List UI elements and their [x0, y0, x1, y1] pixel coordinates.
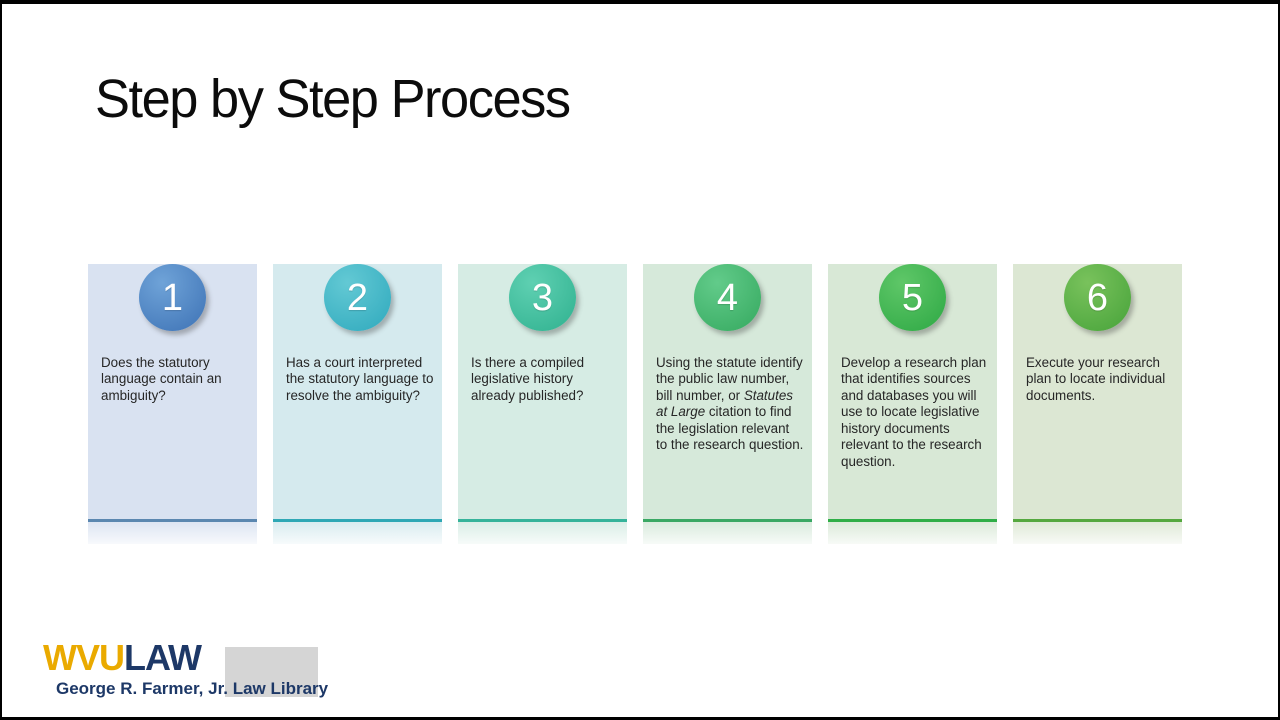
card-accent-line: [643, 519, 812, 522]
step-description: Has a court interpreted the statutory la…: [286, 355, 434, 403]
letterbox-left-bar: [0, 0, 2, 720]
wvu-law-logo: WVULAW George R. Farmer, Jr. Law Library: [43, 640, 328, 699]
step-card-body: 2 Has a court interpreted the statutory …: [273, 264, 442, 522]
logo-law-text: LAW: [124, 637, 202, 678]
step-description: Is there a compiled legislative history …: [471, 355, 585, 403]
step-number-badge: 4: [694, 264, 761, 331]
step-card: 6 Execute your research plan to locate i…: [1013, 218, 1182, 544]
step-card-body: 4 Using the statute identify the public …: [643, 264, 812, 522]
card-reflection: [1013, 522, 1182, 544]
step-number-badge: 1: [139, 264, 206, 331]
step-card-body: 3 Is there a compiled legislative histor…: [458, 264, 627, 522]
step-number-badge: 3: [509, 264, 576, 331]
step-card: 4 Using the statute identify the public …: [643, 218, 812, 544]
card-accent-line: [88, 519, 257, 522]
step-card: 1 Does the statutory language contain an…: [88, 218, 257, 544]
letterbox-top-bar: [0, 0, 1280, 4]
card-reflection: [643, 522, 812, 544]
step-number: 1: [161, 276, 184, 319]
card-reflection: [273, 522, 442, 544]
step-card: 2 Has a court interpreted the statutory …: [273, 218, 442, 544]
letterbox-bottom-bar: [0, 717, 1280, 720]
step-number: 6: [1086, 276, 1109, 319]
step-card-body: 5 Develop a research plan that identifie…: [828, 264, 997, 522]
step-description: Execute your research plan to locate ind…: [1026, 355, 1166, 403]
logo-tagline: George R. Farmer, Jr. Law Library: [56, 679, 329, 698]
card-accent-line: [273, 519, 442, 522]
step-number-badge: 5: [879, 264, 946, 331]
step-card: 5 Develop a research plan that identifie…: [828, 218, 997, 544]
step-description: Does the statutory language contain an a…: [101, 355, 222, 403]
card-reflection: [458, 522, 627, 544]
step-number: 2: [346, 276, 369, 319]
step-description: Using the statute identify the public la…: [656, 355, 804, 453]
card-accent-line: [1013, 519, 1182, 522]
step-number-badge: 2: [324, 264, 391, 331]
step-card-body: 6 Execute your research plan to locate i…: [1013, 264, 1182, 522]
process-steps-row: 1 Does the statutory language contain an…: [88, 218, 1182, 544]
step-number: 3: [531, 276, 554, 319]
logo-wvu-text: WVU: [43, 637, 125, 678]
step-number: 5: [901, 276, 924, 319]
step-card: 3 Is there a compiled legislative histor…: [458, 218, 627, 544]
slide-title: Step by Step Process: [95, 69, 571, 129]
card-reflection: [828, 522, 997, 544]
card-reflection: [88, 522, 257, 544]
card-accent-line: [828, 519, 997, 522]
logo-gray-backdrop: [225, 647, 318, 697]
step-number: 4: [716, 276, 739, 319]
step-number-badge: 6: [1064, 264, 1131, 331]
card-accent-line: [458, 519, 627, 522]
logo-wordmark: WVULAW: [43, 640, 328, 676]
step-card-body: 1 Does the statutory language contain an…: [88, 264, 257, 522]
step-description: Develop a research plan that identifies …: [841, 355, 987, 469]
letterbox-right-bar: [1278, 0, 1280, 720]
